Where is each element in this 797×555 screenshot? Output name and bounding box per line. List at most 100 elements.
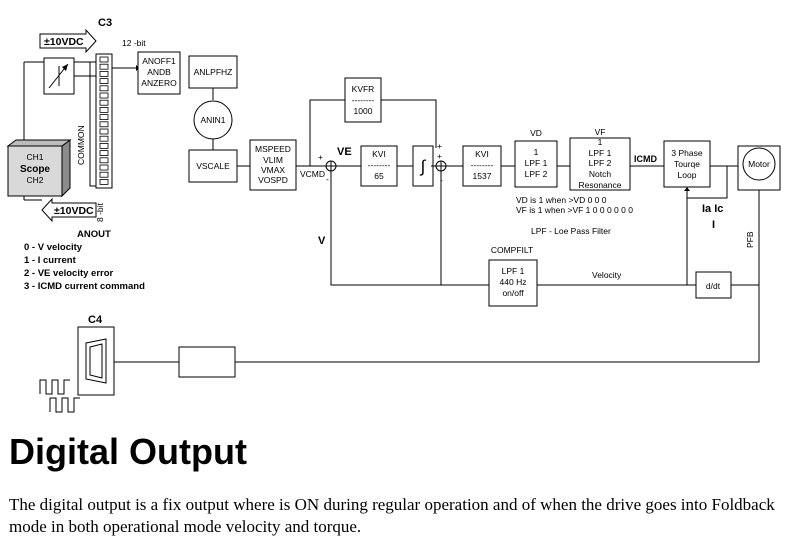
sum1-plus: +	[318, 152, 323, 162]
vf-line-1: 1	[598, 137, 603, 147]
loop-line-1: 3 Phase	[671, 148, 702, 158]
vf-line-5: Resonance	[578, 180, 621, 190]
mspeed-line-1: MSPEED	[255, 144, 291, 154]
sum1-minus: -	[326, 174, 329, 184]
connector-pin	[99, 92, 109, 99]
c4-connector	[77, 326, 115, 396]
vd-label: VD	[530, 128, 542, 138]
mspeed-line-3: VMAX	[261, 165, 285, 175]
pulse-signal-b-icon	[49, 397, 80, 413]
connector-pin	[99, 171, 109, 178]
lpf-line-2: 440 Hz	[500, 277, 527, 287]
kvi-b-name: KVI	[475, 149, 489, 159]
ddt-label: d/dt	[706, 281, 721, 291]
v-label: V	[318, 235, 326, 247]
anoff-block	[137, 51, 181, 95]
voltage-out-label: ±10VDC	[54, 205, 94, 217]
scope-title: Scope	[20, 164, 50, 175]
anoff-line-1: ANOFF1	[142, 56, 176, 66]
kvfr-name: KVFR	[352, 84, 375, 94]
connector-pin	[99, 107, 109, 113]
lpf-line-1: LPF 1	[502, 266, 525, 276]
kvi-a-dash: --------	[368, 160, 391, 170]
loop-line-3: Loop	[678, 170, 697, 180]
vf-line-2: LPF 1	[589, 148, 612, 158]
connector-pin	[99, 142, 109, 149]
anlpfhz-label: ANLPFHZ	[194, 67, 233, 77]
vf-line-3: LPF 2	[589, 158, 612, 168]
connector-pin	[99, 157, 109, 164]
anoff-line-3: ANZERO	[141, 78, 177, 88]
vd-line-3: LPF 2	[525, 169, 548, 179]
anoff-line-2: ANDB	[147, 67, 171, 77]
voltage-in-label: ±10VDC	[44, 36, 84, 48]
connector-pin	[99, 178, 109, 185]
block-diagram: C3 ±10VDC ±10VDC 12 -bit COMMON 8 -bit C…	[6, 17, 781, 413]
kvi-proportional-block	[462, 145, 502, 187]
vf-label: VF	[595, 127, 606, 137]
kvi-b-value: 1537	[473, 171, 492, 181]
c3-title: C3	[98, 17, 112, 29]
pfb-label: PFB	[745, 231, 755, 248]
compfilt-block	[488, 259, 538, 307]
voltage-in-arrow	[39, 28, 97, 54]
connector-pin	[99, 150, 109, 157]
sum2-plus-mid: +	[437, 151, 442, 161]
scope-ch2: CH2	[26, 175, 43, 185]
voltage-out-arrow	[41, 197, 97, 223]
ia-ic-label: Ia Ic	[702, 203, 723, 215]
velocity-label: Velocity	[592, 270, 622, 280]
vscale-block	[188, 149, 238, 183]
connector-pin	[99, 128, 109, 135]
section-paragraph: The digital output is a fix output where…	[9, 495, 775, 536]
section-heading: Digital Output	[9, 431, 247, 472]
compfilt-label: COMPFILT	[491, 245, 533, 255]
i-label: I	[712, 219, 715, 231]
anin1-label: ANIN1	[200, 115, 225, 125]
connector-pin	[99, 164, 109, 171]
anout-item-3: 3 - ICMD current command	[24, 281, 145, 292]
summing-junction-velocity	[325, 160, 337, 172]
mspeed-line-4: VOSPD	[258, 175, 288, 185]
vd-filter-block	[514, 140, 558, 188]
icmd-label: ICMD	[634, 154, 657, 164]
ve-label: VE	[337, 146, 352, 158]
connector-pin	[99, 78, 109, 84]
vscale-label: VSCALE	[196, 161, 230, 171]
anout-item-0: 0 - V velocity	[24, 242, 83, 253]
connector-pin	[99, 71, 109, 77]
kvi-gain-block	[360, 145, 398, 187]
loop-line-2: Tourqe	[674, 159, 700, 169]
mspeed-line-2: VLIM	[263, 155, 283, 165]
vd-line-2: LPF 1	[525, 158, 548, 168]
pulse-signal-a-icon	[39, 379, 70, 395]
kvfr-value: 1000	[354, 106, 373, 116]
mspeed-block	[249, 139, 297, 191]
anout-item-2: 2 - VE velocity error	[24, 268, 114, 279]
vd-line-1: 1	[534, 147, 539, 157]
vf-filter-block	[569, 137, 631, 191]
torque-loop-block	[663, 140, 711, 188]
motor	[737, 145, 781, 191]
note-vf: VF is 1 when >VF 1 0 0 0 0 0 0	[516, 205, 633, 215]
anout-item-1: 1 - I current	[24, 255, 77, 266]
anout-title: ANOUT	[77, 229, 111, 240]
bits-8-label: 8 -bit	[95, 202, 105, 222]
connector-pin	[99, 99, 109, 106]
vcmd-label: VCMD	[300, 169, 325, 179]
kvfr-block	[344, 77, 382, 123]
connector-pin	[99, 114, 109, 120]
motor-label: Motor	[748, 159, 770, 169]
connector-pin	[99, 56, 109, 63]
lpf-line-3: on/off	[502, 288, 524, 298]
scope-ch1: CH1	[26, 152, 43, 162]
c3-pin-header	[95, 53, 113, 189]
c4-buffer-block	[178, 346, 236, 378]
kvi-b-dash: --------	[471, 160, 494, 170]
integral-icon: ∫	[420, 157, 427, 176]
common-label: COMMON	[76, 125, 86, 165]
connector-pin	[99, 85, 109, 92]
sum2-plus-top: +	[437, 141, 442, 151]
kvfr-dash: --------	[352, 95, 375, 105]
vf-line-4: Notch	[589, 169, 611, 179]
